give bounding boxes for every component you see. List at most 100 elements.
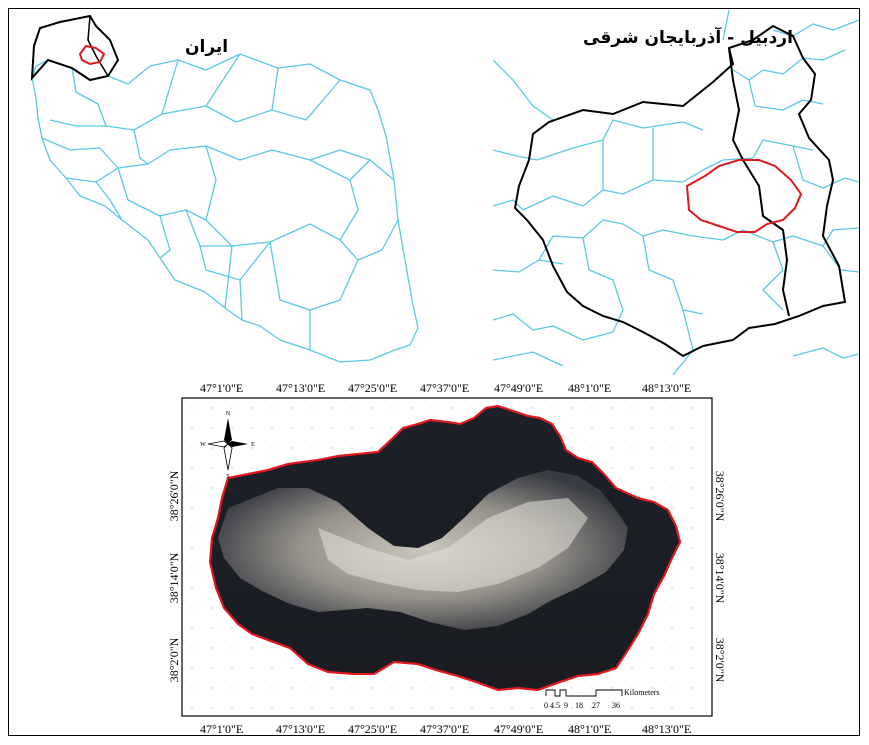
graticule-dot [191, 447, 193, 449]
graticule-dot [571, 687, 573, 689]
right-lat-label: 38°2'0"N [713, 638, 727, 683]
iran-country-outline [31, 53, 419, 363]
graticule-dot [271, 707, 273, 709]
study-area-outline-medium [685, 159, 803, 233]
graticule-dot [211, 587, 213, 589]
graticule-dot [611, 707, 613, 709]
province-line [269, 239, 359, 311]
right-lat-labels: 38°26'0"N 38°14'0"N 38°2'0"N [713, 471, 727, 683]
graticule-dot [471, 687, 473, 689]
province-line [41, 137, 395, 181]
graticule-dot [291, 687, 293, 689]
graticule-dot [231, 407, 233, 409]
scale-tick: 27 [592, 701, 600, 710]
graticule-dot [191, 467, 193, 469]
graticule-dot [211, 667, 213, 669]
graticule-dot [691, 427, 693, 429]
graticule-dot [271, 427, 273, 429]
province-line [199, 245, 243, 321]
graticule-dot [571, 427, 573, 429]
county-line [538, 219, 694, 261]
province-line [224, 245, 233, 309]
province-line [133, 129, 149, 165]
graticule-dot [291, 707, 293, 709]
graticule-dot [691, 527, 693, 529]
graticule-dot [671, 407, 673, 409]
county-line [642, 235, 704, 315]
study-area-outline-small [78, 44, 106, 66]
graticule-dot [671, 607, 673, 609]
county-line [492, 59, 554, 121]
graticule-dot [231, 427, 233, 429]
province-line [95, 181, 123, 221]
graticule-dot [271, 447, 273, 449]
graticule-dot [671, 507, 673, 509]
province-line [205, 145, 359, 247]
graticule-dot [191, 647, 193, 649]
scale-tick: 4.5 [550, 701, 560, 710]
province-map-svg [492, 9, 860, 376]
graticule-dot [231, 687, 233, 689]
graticule-dot [251, 667, 253, 669]
top-lon-label: 48°1'0"E [568, 381, 611, 395]
graticule-dot [191, 567, 193, 569]
north-label: N [226, 411, 231, 417]
province-line [205, 67, 279, 123]
graticule-dot [351, 687, 353, 689]
graticule-dot [271, 647, 273, 649]
graticule-dot [691, 667, 693, 669]
north-arrow-icon: N S E W [200, 411, 255, 480]
east-label: E [251, 442, 255, 448]
graticule-dot [651, 407, 653, 409]
graticule-dot [211, 607, 213, 609]
graticule-dot [691, 567, 693, 569]
graticule-dot [611, 427, 613, 429]
province-line [271, 79, 341, 121]
county-line [492, 199, 524, 211]
county-line [536, 119, 704, 161]
graticule-dot [551, 707, 553, 709]
top-lon-labels: 47°1'0"E 47°13'0"E 47°25'0"E 47°37'0"E 4… [200, 381, 691, 395]
graticule-dot [331, 687, 333, 689]
graticule-dot [331, 407, 333, 409]
county-line [722, 9, 730, 41]
county-line [492, 351, 564, 367]
graticule-dot [351, 707, 353, 709]
graticule-dot [671, 627, 673, 629]
graticule-dot [211, 407, 213, 409]
bottom-lon-label: 48°1'0"E [568, 722, 611, 736]
graticule-dot [211, 527, 213, 529]
top-lon-label: 47°37'0"E [420, 381, 469, 395]
graticule-dot [311, 707, 313, 709]
graticule-dot [231, 667, 233, 669]
graticule-dot [651, 427, 653, 429]
county-line [492, 149, 538, 161]
right-lat-label: 38°14'0"N [713, 553, 727, 604]
bottom-lon-label: 47°49'0"E [494, 722, 543, 736]
province-divider [728, 47, 790, 317]
graticule-dot [231, 707, 233, 709]
iran-map-title: ایران [185, 37, 229, 57]
county-line [732, 49, 846, 81]
graticule-dot [231, 467, 233, 469]
province-map: اردبیل - آذربایجان شرقی [492, 9, 860, 376]
graticule-dot [531, 707, 533, 709]
graticule-dot [631, 707, 633, 709]
graticule-dot [231, 647, 233, 649]
graticule-dot [671, 427, 673, 429]
graticule-dot [271, 407, 273, 409]
graticule-dot [591, 447, 593, 449]
graticule-dot [271, 687, 273, 689]
graticule-dot [211, 507, 213, 509]
right-lat-label: 38°26'0"N [713, 471, 727, 522]
graticule-dot [311, 667, 313, 669]
top-lon-label: 47°13'0"E [276, 381, 325, 395]
study-area-map: 47°1'0"E 47°13'0"E 47°25'0"E 47°37'0"E 4… [167, 378, 734, 740]
province-line [185, 209, 232, 247]
figure-frame [8, 8, 860, 736]
graticule-dot [371, 447, 373, 449]
province-outline [513, 24, 847, 358]
graticule-dot [531, 407, 533, 409]
bottom-lon-labels: 47°1'0"E 47°13'0"E 47°25'0"E 47°37'0"E 4… [200, 722, 691, 736]
graticule-dot [391, 707, 393, 709]
